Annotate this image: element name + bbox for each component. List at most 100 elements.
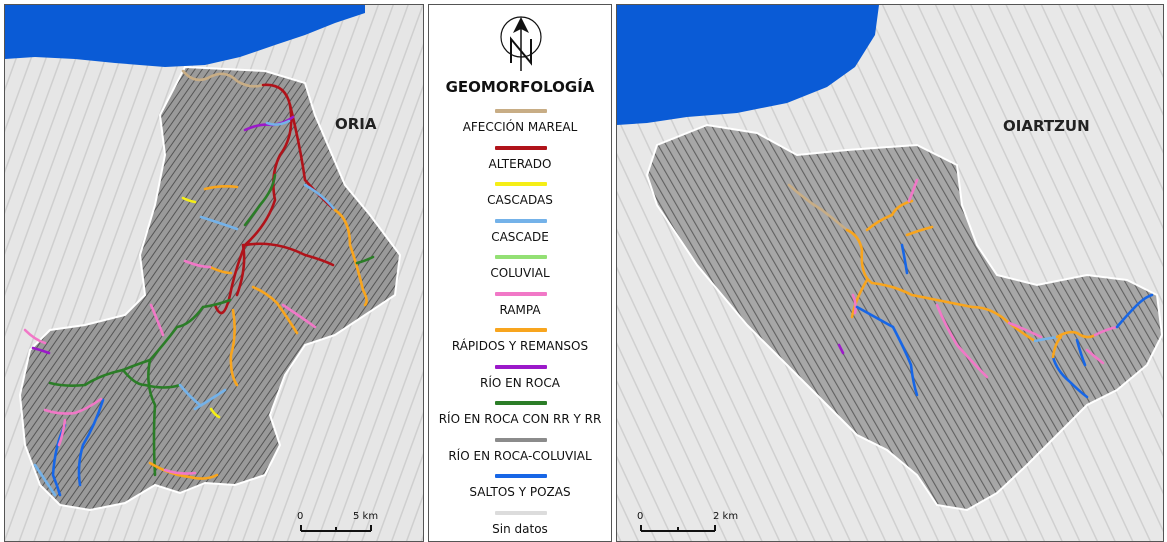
legend-label: CASCADAS: [487, 193, 553, 207]
river-segment: [907, 178, 919, 203]
river-segment: [905, 225, 934, 237]
river-segment: [243, 242, 335, 267]
river-segment: [163, 468, 197, 475]
scale-end-label: 2 km: [713, 511, 738, 522]
river-segment: [1075, 338, 1087, 367]
legend-swatch: [495, 255, 547, 259]
river-segment: [900, 243, 909, 275]
river-segment: [203, 185, 239, 191]
scale-zero-label: 0: [637, 511, 643, 522]
river-segment: [1085, 348, 1105, 365]
river-network-oiartzun: [787, 178, 1154, 399]
river-segment: [31, 346, 51, 355]
river-segment: [181, 196, 197, 204]
river-segment: [229, 308, 239, 387]
legend-item: Sin datos: [429, 507, 611, 542]
river-segment: [121, 298, 232, 372]
river-segment: [178, 383, 202, 407]
legend-item: RÍO EN ROCA-COLUVIAL: [429, 434, 611, 471]
legend-label: RÁPIDOS Y REMANSOS: [451, 339, 589, 353]
river-segment: [48, 368, 125, 387]
legend-item: CASCADE: [429, 215, 611, 252]
sea: [617, 5, 879, 125]
legend-swatch: [495, 328, 547, 332]
legend-item: RÍO EN ROCA: [429, 361, 611, 398]
legend-item: COLUVIAL: [429, 251, 611, 288]
river-segment: [57, 418, 67, 447]
river-segment: [303, 183, 337, 212]
legend-label: COLUVIAL: [490, 266, 550, 280]
legend-swatch: [495, 401, 547, 405]
legend-swatch: [495, 510, 547, 515]
map-oria-svg: ORIA 0 5 km: [5, 5, 423, 541]
river-segment: [281, 303, 317, 329]
legend-swatch: [495, 291, 547, 296]
legend-panel: GEOMORFOLOGÍA AFECCIÓN MAREAL ALTERADO CAS…: [428, 4, 612, 542]
river-segment: [251, 285, 299, 335]
river-segment: [193, 388, 227, 411]
map-oiartzun-svg: OIARTZUN 0 2 km: [617, 5, 1163, 541]
river-segment: [199, 215, 239, 231]
legend-swatch: [495, 218, 547, 223]
legend-label: RAMPA: [499, 302, 541, 317]
scale-bar-oiartzun: 0 2 km: [637, 511, 738, 532]
river-segment: [1033, 335, 1059, 343]
river-segment: [148, 461, 219, 480]
map-panel-oria[interactable]: ORIA 0 5 km: [4, 4, 424, 542]
river-segment: [77, 398, 105, 487]
basin-oiartzun: [645, 123, 1163, 512]
legend-item: RÍO EN ROCA CON RR Y RR: [429, 397, 611, 434]
map-label-oria: ORIA: [335, 115, 377, 133]
legend-swatch: [495, 145, 547, 150]
legend-label: RÍO EN ROCA CON RR Y RR: [438, 412, 602, 426]
legend-swatch: [495, 182, 547, 186]
legend-list: AFECCIÓN MAREAL ALTERADO CASCADAS CASCADE CO…: [429, 105, 611, 542]
north-arrow-icon: [500, 16, 542, 71]
river-segment: [149, 303, 165, 337]
scale-zero-label: 0: [297, 511, 303, 522]
legend-label: AFECCIÓN MAREAL: [462, 120, 578, 134]
river-segment: [147, 358, 157, 477]
river-segment: [845, 228, 974, 309]
scale-end-label: 5 km: [353, 511, 378, 522]
sea: [5, 5, 365, 67]
legend-title: GEOMORFOLOGÍA: [445, 78, 595, 96]
river-segment: [837, 343, 845, 355]
legend-label: RÍO EN ROCA: [480, 375, 560, 390]
legend-swatch: [495, 109, 547, 113]
river-segment: [1051, 335, 1063, 359]
river-segment: [23, 328, 47, 345]
legend-label: Sin datos: [492, 521, 548, 536]
legend-item: RÁPIDOS Y REMANSOS: [429, 324, 611, 361]
legend-label: CASCADE: [491, 229, 549, 244]
river-segment: [33, 463, 57, 497]
legend-label: ALTERADO: [488, 156, 552, 171]
legend-item: SALTOS Y POZAS: [429, 470, 611, 507]
river-segment: [121, 368, 182, 389]
legend-item: AFECCIÓN MAREAL: [429, 105, 611, 142]
legend-item: RAMPA: [429, 288, 611, 325]
legend-swatch: [495, 437, 547, 442]
river-segment: [1007, 321, 1043, 339]
map-label-oiartzun: OIARTZUN: [1003, 117, 1090, 135]
river-segment: [935, 303, 989, 379]
legend-item: CASCADAS: [429, 178, 611, 215]
river-segment: [1093, 325, 1119, 337]
river-segment: [1055, 330, 1097, 339]
river-segment: [333, 208, 368, 307]
river-segment: [235, 243, 246, 297]
river-segment: [243, 173, 277, 227]
legend-label: SALTOS Y POZAS: [469, 485, 571, 499]
river-segment: [850, 278, 869, 319]
river-segment: [43, 397, 103, 415]
map-panel-oiartzun[interactable]: OIARTZUN 0 2 km: [616, 4, 1164, 542]
river-segment: [181, 69, 265, 88]
river-segment: [265, 119, 291, 126]
legend-item: ALTERADO: [429, 142, 611, 179]
river-segment: [865, 199, 914, 232]
river-segment: [51, 423, 67, 497]
river-segment: [208, 265, 233, 275]
river-segment: [855, 305, 919, 397]
legend-swatch: [495, 474, 547, 478]
legend-swatch: [495, 364, 547, 369]
